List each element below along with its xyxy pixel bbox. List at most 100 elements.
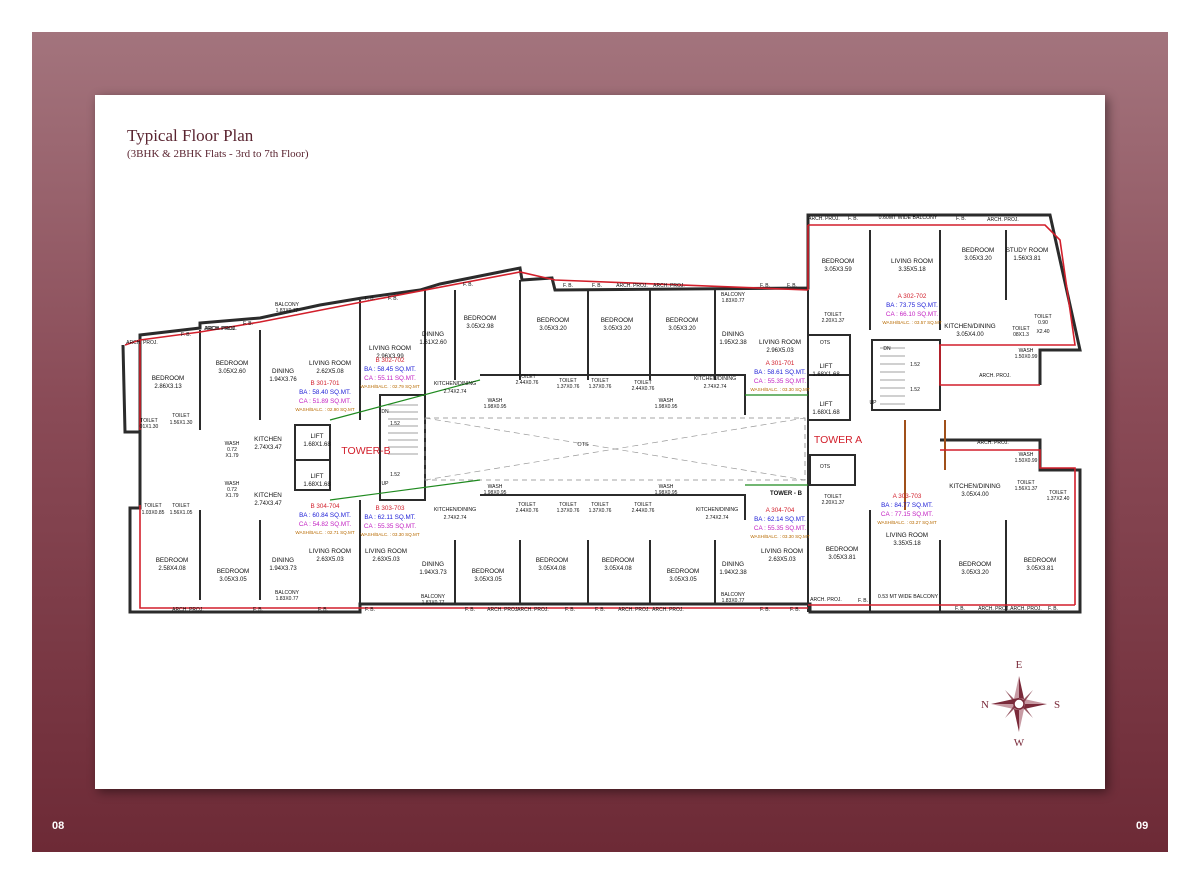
flat-id: B 303-703	[375, 505, 405, 512]
edge-label: ARCH. PROJ.	[987, 217, 1019, 223]
room-size: 2.62X5.08	[316, 369, 344, 375]
flat-ca: CA : 77.15 SQ.MT.	[881, 511, 933, 518]
room-size: 3.05X3.20	[603, 326, 631, 332]
room-name: LIVING ROOM	[891, 258, 933, 265]
room-size: 1.95X2.38	[719, 340, 747, 346]
room-size: 2.74X2.74	[704, 384, 727, 390]
edge-label: F. B.	[388, 296, 398, 302]
room-size: 1.94X3.73	[419, 570, 447, 576]
room-name: KITCHEN/DINING	[694, 376, 736, 382]
small-label: 01X1.30	[140, 424, 159, 430]
room-size: 2.74X3.47	[254, 445, 282, 451]
small-label: 0.53 MT WIDE BALCONY	[878, 594, 939, 600]
tower-b-small-label: TOWER - B	[770, 491, 803, 497]
small-label: TOILET	[824, 494, 841, 500]
small-label: TOILET	[634, 502, 651, 508]
wall-segment	[808, 334, 851, 421]
edge-label: F. B.	[365, 607, 375, 613]
page-subtitle: (3BHK & 2BHK Flats - 3rd to 7th Floor)	[127, 148, 309, 160]
room-name: BEDROOM	[156, 557, 189, 564]
compass-point	[1019, 704, 1026, 732]
small-label: 2.44X0.76	[632, 386, 655, 392]
room-size: 2.58X4.08	[158, 566, 186, 572]
room-size: 2.96X5.03	[766, 348, 794, 354]
floor-plan-sheet	[95, 95, 1105, 789]
flat-ba: BA : 60.84 SQ.MT.	[299, 512, 351, 519]
room-name: LIVING ROOM	[761, 548, 803, 555]
edge-label: F. B.	[760, 607, 770, 613]
small-label: 2.44X0.76	[632, 508, 655, 514]
small-label: TOILET	[591, 502, 608, 508]
corridor-line	[329, 379, 481, 421]
flat-outline	[940, 449, 1076, 605]
compass-point	[991, 697, 1019, 704]
room-name: BEDROOM	[666, 317, 699, 324]
small-label: TOILET	[1012, 326, 1029, 332]
room-size: 2.63X5.03	[316, 557, 344, 563]
small-label: BALCONY	[421, 594, 446, 600]
flat-ba: BA : 62.14 SQ.MT.	[754, 516, 806, 523]
room-name: LIFT	[820, 401, 833, 408]
edge-label: ARCH. PROJ.	[1010, 606, 1042, 612]
small-label: WASH	[225, 441, 240, 447]
small-label: WASH	[659, 398, 674, 404]
small-label: 1.37X2.40	[1047, 496, 1070, 502]
small-label: OTS	[820, 464, 831, 470]
ots-diagonal	[424, 417, 806, 481]
room-name: LIVING ROOM	[886, 532, 928, 539]
small-label: TOILET	[1017, 480, 1034, 486]
compass-point	[1019, 676, 1026, 704]
room-size: 1.56X3.81	[1013, 256, 1041, 262]
wall-segment	[480, 494, 746, 520]
compass-s-label: S	[1054, 699, 1060, 711]
room-name: BEDROOM	[537, 317, 570, 324]
room-size: 3.05X3.59	[824, 267, 852, 273]
small-label: DN	[883, 346, 891, 352]
room-name: LIVING ROOM	[309, 548, 351, 555]
room-size: 3.05X4.00	[956, 332, 984, 338]
small-label: TOILET	[824, 312, 841, 318]
flat-ca: CA : 51.89 SQ.MT.	[299, 398, 351, 405]
room-name: LIVING ROOM	[369, 345, 411, 352]
small-label: 0.72	[227, 487, 237, 493]
room-name: BEDROOM	[216, 360, 249, 367]
edge-label: F. B.	[858, 598, 868, 604]
tower-a-label: TOWER A	[814, 434, 862, 446]
edge-label: F. B.	[592, 283, 602, 289]
room-name: DINING	[422, 561, 444, 568]
flat-ca: CA : 55.35 SQ.MT.	[754, 525, 806, 532]
edge-label: ARCH. PROJ.	[652, 607, 684, 613]
room-name: KITCHEN/DINING	[949, 483, 1001, 490]
small-label: 1.50X0.99	[1015, 458, 1038, 464]
room-size: 2.74X3.47	[254, 501, 282, 507]
page-number-right: 09	[1136, 820, 1149, 832]
wall-segment	[809, 454, 856, 486]
flat-id: A 304-704	[766, 507, 795, 514]
edge-label: ARCH. PROJ.	[517, 607, 549, 613]
small-label: WASH	[1019, 348, 1034, 354]
flat-wash: WASH/BALC. : 03.30 SQ.MT	[750, 534, 810, 539]
room-name: DINING	[272, 557, 294, 564]
small-label: 1.52	[910, 362, 920, 368]
small-label: 2.20X1.37	[822, 500, 845, 506]
small-label: 2.44X0.76	[516, 380, 539, 386]
flat-ba: BA : 58.45 SQ.MT.	[364, 366, 416, 373]
small-label: 1.98X0.95	[484, 490, 507, 496]
edge-label: F. B.	[465, 607, 475, 613]
room-size: 2.63X5.03	[372, 557, 400, 563]
small-label: WASH	[488, 484, 503, 490]
flat-ba: BA : 58.40 SQ.MT.	[299, 389, 351, 396]
room-name: DINING	[722, 561, 744, 568]
flat-ca: CA : 66.10 SQ.MT.	[886, 311, 938, 318]
